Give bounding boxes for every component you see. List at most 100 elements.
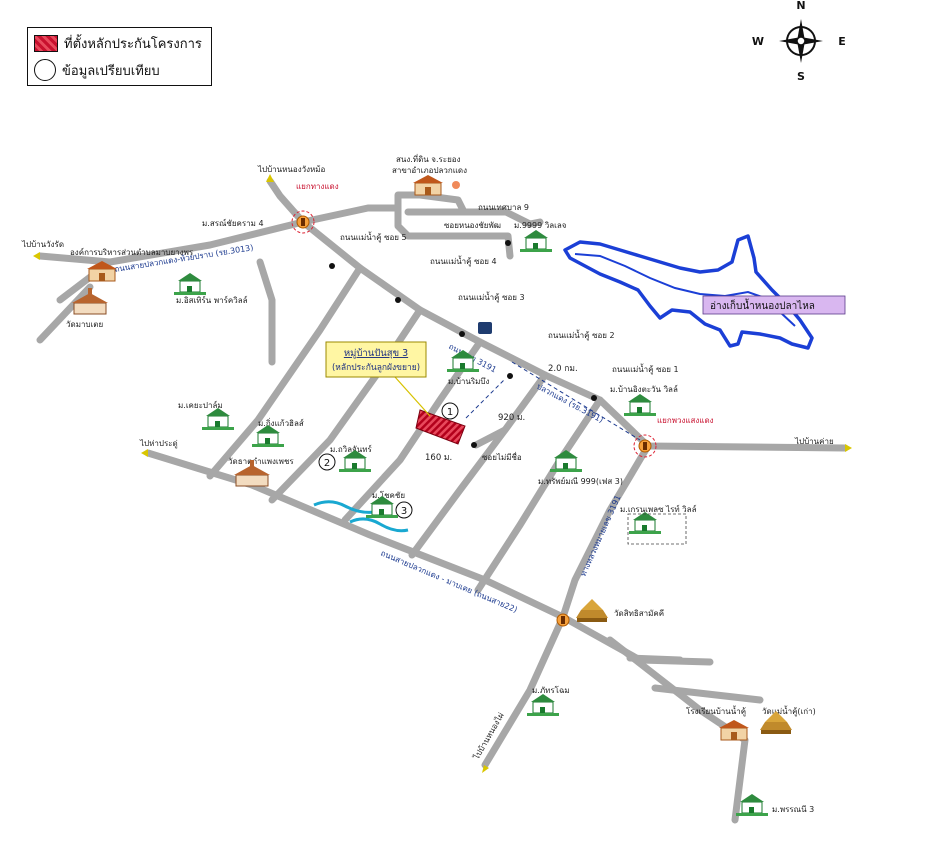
land-office-label: สนง.ที่ดิน จ.ระยอง	[396, 153, 461, 164]
compass-south: S	[797, 70, 805, 83]
village-main-label: หมู่บ้านปันสุข 3	[344, 348, 408, 359]
road-mabtoei	[36, 283, 94, 344]
signal-icon	[556, 613, 570, 627]
land-office-icon	[412, 174, 444, 196]
soi-1	[474, 396, 604, 594]
to-ban-khai-label: ไปบ้านค่าย	[794, 437, 834, 446]
wat-thaikamphet-label: วัดธาตุกำแพงเพชร	[228, 457, 294, 466]
marker-1[interactable]	[441, 402, 459, 420]
temple-icon	[576, 599, 608, 622]
mb-charoenporn-label: ม.อิสเทิร์น พาร์ควิลล์	[176, 295, 248, 305]
compass-north: N	[796, 0, 805, 12]
junction-dot	[395, 297, 401, 303]
soi3-label: ถนนแม่น้ำคู้ ซอย 3	[458, 291, 525, 303]
house-icon	[251, 424, 285, 448]
road-east-1	[626, 654, 684, 664]
soi-nongchaiphut-label: ซอยหนองชัยพัฒ	[444, 221, 501, 230]
red-light-label-2: แยกพวงแสงแดง	[657, 416, 714, 425]
road-tessaban	[404, 208, 544, 228]
mb-9999-label: ม.9999 วิลเลจ	[514, 221, 567, 230]
marker-2-label: 2	[324, 458, 330, 469]
legend-site-swatch	[34, 35, 58, 52]
road-charoen	[256, 258, 276, 366]
road-3191	[299, 218, 849, 452]
junction-dot	[507, 373, 513, 379]
junction-dot	[329, 263, 335, 269]
soi5-label: ถนนแม่น้ำคู้ ซอย 5	[340, 231, 407, 243]
legend-row-site: ที่ตั้งหลักประกันโครงการ	[34, 33, 202, 54]
wat-sitharam-label: วัดสิทธิสามัคคี	[614, 609, 664, 618]
mb-phattharaporn-label: ม.ภัทรโฉม	[532, 685, 570, 695]
compass-east: E	[838, 35, 846, 48]
arrow-icon	[845, 444, 852, 452]
arrow-icon	[482, 765, 489, 773]
marker-3[interactable]	[395, 501, 413, 519]
soi-maimeechue-label: ซอยไม่มีชื่อ	[482, 451, 522, 462]
arrow-icon	[266, 174, 274, 182]
mb-banthongchai-label: ม.บ้านอิงตะวัน วิลล์	[610, 384, 678, 394]
school-label: โรงเรียนบ้านน้ำคู้	[686, 705, 746, 717]
junction-dots	[329, 240, 597, 448]
mb-khetchai-label: ม.เคยะปาล์ม	[178, 400, 223, 410]
mb-thawiwan-label: ม.ถวิลจันทร์	[330, 444, 372, 454]
arrow-icon	[141, 449, 148, 457]
mb-pornsawan-label: ม.พรรณนี 3	[772, 805, 814, 814]
road-wat-old	[651, 684, 764, 704]
project-site-parcel[interactable]	[415, 409, 466, 445]
tambon-office-label: องค์การบริหารส่วนตำบลมาบยางพร	[70, 247, 194, 257]
highway-3191-south	[481, 442, 652, 769]
legend-row-comparable: ข้อมูลเปรียบเทียบ	[34, 59, 160, 81]
soi2-label: ถนนแม่น้ำคู้ ซอย 2	[548, 329, 615, 341]
signal-icon	[296, 215, 310, 229]
tessaban-label: ถนนเทศบาล 9	[478, 203, 529, 212]
distance-160: 160 ม.	[425, 453, 452, 463]
soi-5	[206, 264, 364, 480]
road-3191-south-label: ทางหลวงหมายเลข 3191	[579, 494, 623, 578]
to-pak-pradu-label: ไปห่าประดู่	[139, 439, 178, 449]
distance-20km: 2.0 กม.	[548, 364, 578, 374]
reservoir-label-box	[702, 295, 846, 315]
marker-1-label: 1	[447, 407, 453, 418]
road-school	[606, 636, 749, 824]
marker-3-label: 3	[401, 506, 407, 517]
reservoir-shape	[563, 234, 814, 350]
legend-site-label: ที่ตั้งหลักประกันโครงการ	[64, 37, 202, 52]
road-network	[36, 177, 849, 824]
soi-2	[408, 371, 549, 559]
signal-icon	[638, 439, 652, 453]
red-light-ring	[291, 210, 315, 234]
soi1-label: ถนนแม่น้ำคู้ ซอย 1	[612, 363, 679, 375]
wat-icon	[71, 287, 109, 315]
mb-grandville-label: ม.เกรนเพลซ ไรท์ วิลล์	[620, 504, 697, 514]
distance-line-20km	[511, 361, 641, 441]
grandville-boundary	[627, 513, 687, 545]
legend-comparable-circle	[34, 59, 56, 81]
marker-2[interactable]	[318, 453, 336, 471]
mb-chokchai-label: ม.โชคชัย	[372, 490, 405, 500]
mb-sonchai-label: ม.สรณ์ชัยคราม 4	[202, 218, 264, 228]
road-to-nong-wang	[266, 177, 307, 226]
house-icon	[623, 393, 657, 417]
junction-dot	[591, 395, 597, 401]
village-callout-line	[394, 376, 431, 417]
red-light-ring	[633, 434, 657, 458]
junction-dot	[505, 240, 511, 246]
legend-comparable-label: ข้อมูลเปรียบเทียบ	[62, 63, 160, 79]
road-3013	[36, 218, 307, 266]
house-icon	[519, 229, 553, 253]
mb-kingkaew-label: ม.กิ่งแก้วฮิลส์	[258, 417, 304, 428]
house-icon	[201, 407, 235, 431]
arrow-icon	[33, 252, 40, 260]
compass-rose	[779, 19, 823, 63]
compass-west: W	[752, 35, 764, 48]
land-office-branch-label: สาขาอำเภอปลวกแดง	[392, 166, 467, 175]
wat-old-label: วัดแม่น้ำคู้(เก่า)	[762, 705, 816, 717]
gas-station-icon	[478, 322, 492, 334]
house-icon	[628, 511, 662, 535]
stream-1	[313, 500, 376, 514]
to-wang-rat-label: ไปบ้านวังรัด	[21, 240, 64, 249]
junction-dot	[459, 331, 465, 337]
soi4-label: ถนนแม่น้ำคู้ ซอย 4	[430, 255, 497, 267]
house-icon	[526, 693, 560, 717]
red-light-label-1: แยกทางแดง	[296, 182, 339, 191]
